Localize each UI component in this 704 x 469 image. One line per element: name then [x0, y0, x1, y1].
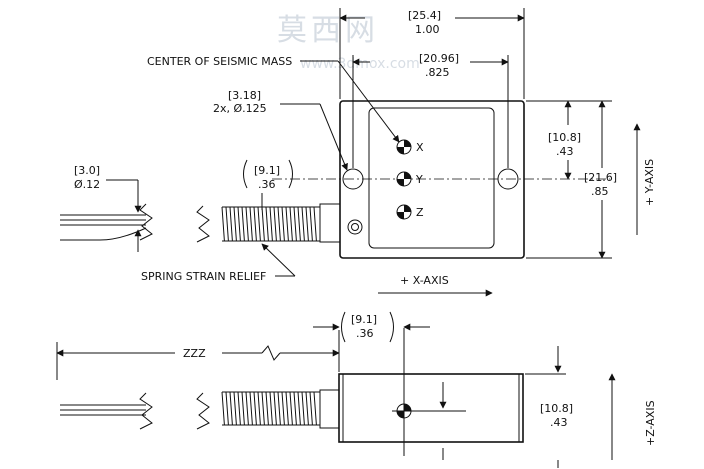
hole-dim-mm: [3.18]	[228, 89, 261, 102]
seismic-mass-z-icon	[396, 204, 412, 220]
label-z: Z	[416, 206, 424, 219]
seismic-mass-x-icon	[396, 139, 412, 155]
connector-screw	[347, 219, 363, 235]
side-cable-entry	[319, 389, 340, 429]
spring-relief-label: SPRING STRAIN RELIEF	[141, 270, 266, 283]
y-axis-label: + Y-AXIS	[643, 159, 656, 206]
label-y: Y	[415, 173, 423, 186]
ycenter-dim-mm: [10.8]	[548, 131, 581, 144]
hole-dim-in: 2x, Ø.125	[213, 102, 267, 115]
watermark-url: www.3dmox.com	[300, 56, 420, 72]
z-axis-label: +Z-AXIS	[644, 400, 657, 446]
spring-dim-mm: [9.1]	[254, 164, 280, 177]
x-axis-label: + X-AXIS	[400, 274, 449, 287]
side-height-dim-mm: [10.8]	[540, 402, 573, 415]
seismic-mass-label: CENTER OF SEISMIC MASS	[147, 55, 292, 68]
wire-dim-in: Ø.12	[74, 178, 100, 191]
wire-bundle-side	[60, 392, 210, 430]
ycenter-dim-in: .43	[556, 145, 574, 158]
zzz-label: ZZZ	[183, 347, 206, 360]
spring-coil-side	[221, 391, 320, 426]
sensor-plate	[368, 107, 495, 249]
side-spring-dim-mm: [9.1]	[351, 313, 377, 326]
watermark-chars: 莫西网	[277, 13, 379, 48]
seismic-mass-y-icon	[396, 171, 412, 187]
side-view: ZZZ [9.1] .36 [10.8] .43 +Z-AXIS	[56, 311, 657, 468]
side-height-dim-in: .43	[550, 416, 568, 429]
wire-dim-mm: [3.0]	[74, 164, 100, 177]
side-spring-dim-in: .36	[356, 327, 374, 340]
top-view: X Y Z CENTER OF SEISMIC MASS [3.18] 2x, …	[60, 8, 656, 297]
label-x: X	[416, 141, 424, 154]
sensor-dim-in: .825	[425, 66, 450, 79]
housing-outline	[339, 100, 525, 259]
width-dim-in: 1.00	[415, 23, 440, 36]
wire-bundle-top	[60, 203, 210, 243]
cable-entry-block	[319, 203, 341, 243]
sensor-dim-mm: [20.96]	[419, 52, 459, 65]
height-dim-mm: [21.6]	[584, 171, 617, 184]
spring-dim-in: .36	[258, 178, 276, 191]
width-dim-mm: [25.4]	[408, 9, 441, 22]
side-housing	[338, 373, 524, 443]
height-dim-in: .85	[591, 185, 609, 198]
spring-coil-top	[221, 206, 320, 242]
